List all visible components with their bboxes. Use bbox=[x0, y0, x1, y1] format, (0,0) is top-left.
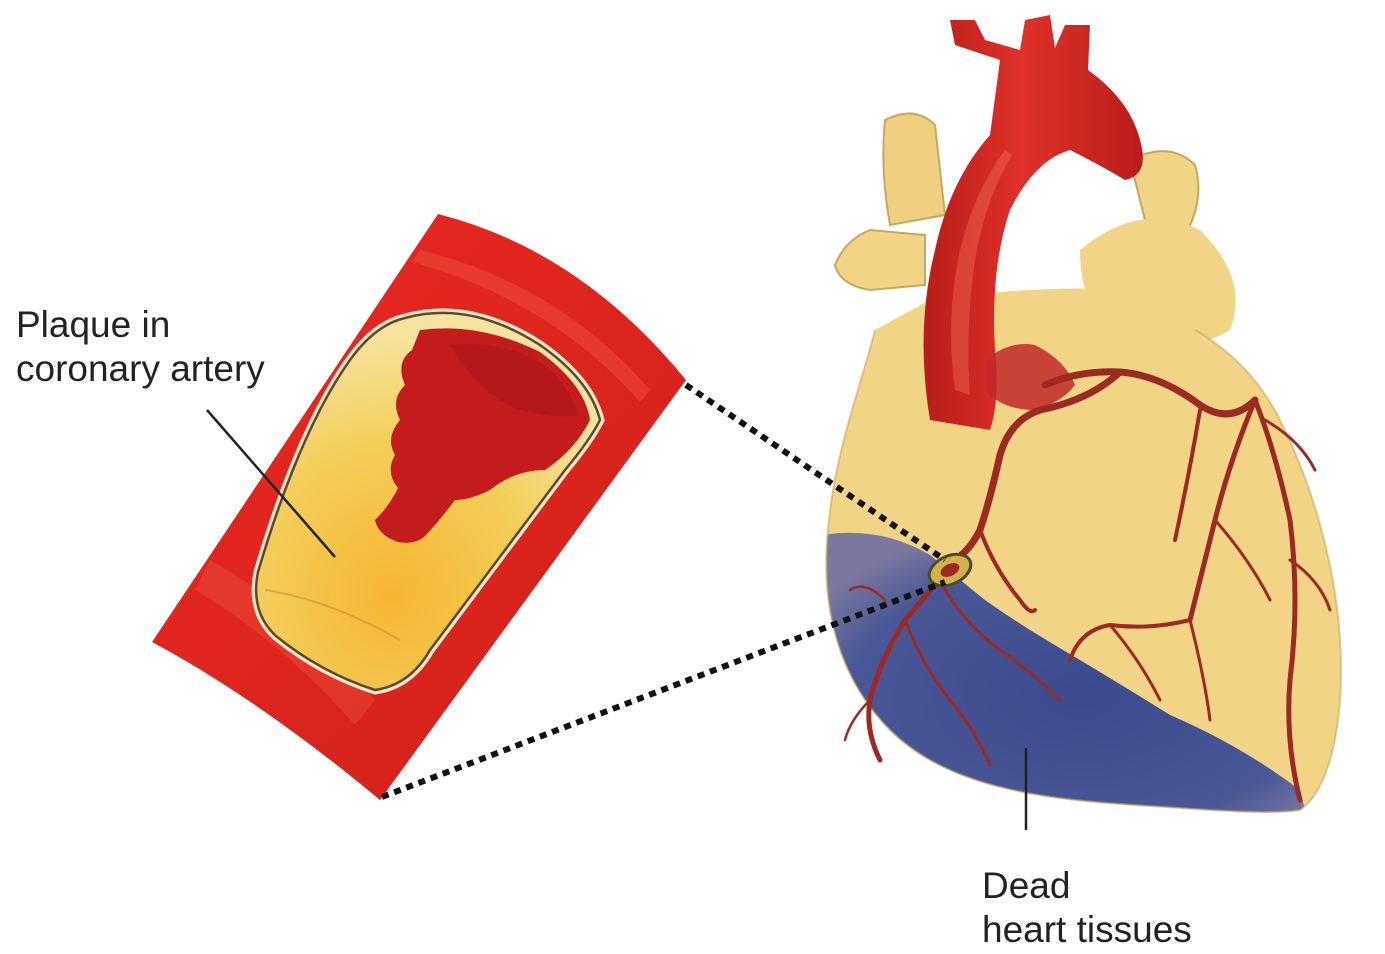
heart bbox=[800, 15, 1341, 830]
plaque-label-line1: Plaque in bbox=[16, 303, 265, 347]
pulmonary-vessel-left bbox=[835, 230, 925, 290]
dead-tissue-label-line1: Dead bbox=[982, 864, 1192, 908]
dead-tissue-label: Dead heart tissues bbox=[982, 864, 1192, 952]
plaque-label: Plaque in coronary artery bbox=[16, 303, 265, 391]
dead-tissue-label-line2: heart tissues bbox=[982, 908, 1192, 952]
pulmonary-vessel-top bbox=[883, 114, 945, 225]
plaque-label-line2: coronary artery bbox=[16, 347, 265, 391]
